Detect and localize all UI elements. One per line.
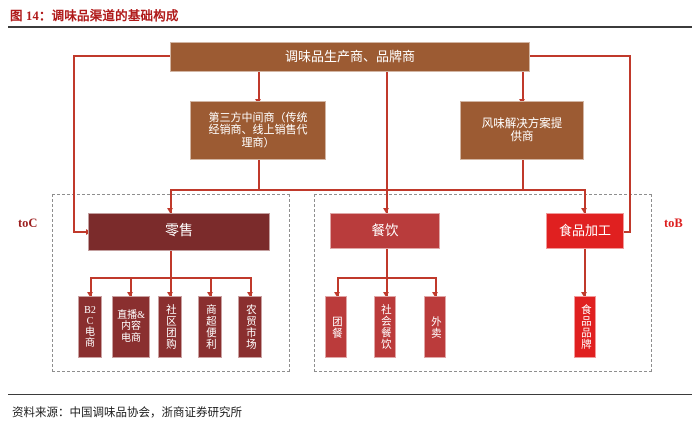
arrow-retail-community xyxy=(166,292,173,297)
node-live-line1: 直播& xyxy=(117,310,145,322)
figure-title: 图 14：调味品渠道的基础构成 xyxy=(10,9,179,23)
node-supermarket-convenience[interactable]: 商超便利 xyxy=(198,296,222,358)
node-b2c-line2: C xyxy=(86,315,94,327)
node-group-meal-label: 团餐 xyxy=(330,315,342,339)
arrow-flavor-food xyxy=(581,208,588,213)
node-flavor-solution[interactable]: 风味解决方案提 供商 xyxy=(460,101,584,160)
node-social-dining[interactable]: 社会餐饮 xyxy=(374,296,396,358)
node-wet-market[interactable]: 农贸市场 xyxy=(238,296,262,358)
node-group-meal[interactable]: 团餐 xyxy=(325,296,347,358)
arrow-retail-b2c xyxy=(86,292,93,297)
edge-retail-to-market xyxy=(250,277,252,296)
edge-food-to-brand xyxy=(584,249,586,296)
edge-producer-left-vert xyxy=(73,55,75,232)
edge-producer-left-horiz xyxy=(73,55,172,57)
edge-producer-right-horiz xyxy=(530,55,631,57)
node-middleman[interactable]: 第三方中间商（传统 经销商、线上销售代 理商） xyxy=(190,101,326,160)
edge-producer-to-flavor xyxy=(522,72,524,101)
edge-middleman-to-retail xyxy=(170,189,172,213)
edge-middleman-bus xyxy=(170,189,386,191)
edge-middleman-to-catering xyxy=(386,189,388,213)
node-takeaway[interactable]: 外卖 xyxy=(424,296,446,358)
edge-producer-to-catering xyxy=(386,72,388,213)
node-supermarket-label: 商超便利 xyxy=(204,304,216,350)
arrow-retail-market xyxy=(246,292,253,297)
node-producer[interactable]: 调味品生产商、品牌商 xyxy=(170,42,530,72)
edge-catering-to-social xyxy=(386,277,388,296)
edge-flavor-stem xyxy=(522,160,524,190)
node-wet-market-label: 农贸市场 xyxy=(244,304,256,350)
node-live-content-ecommerce[interactable]: 直播& 内容 电商 xyxy=(112,296,150,358)
arrow-middleman-retail xyxy=(166,208,173,213)
edge-retail-to-b2c xyxy=(90,277,92,296)
edge-retail-to-supermarket xyxy=(210,277,212,296)
node-middleman-line1: 第三方中间商（传统 xyxy=(208,112,308,125)
node-food-processing-label: 食品加工 xyxy=(558,222,611,238)
arrow-retail-live xyxy=(126,292,133,297)
node-community-label: 社区团购 xyxy=(164,304,176,350)
node-food-processing[interactable]: 食品加工 xyxy=(546,213,624,249)
node-live-line3: 电商 xyxy=(121,332,141,344)
source-note: 资料来源：中国调味品协会，浙商证券研究所 xyxy=(12,407,242,419)
edge-catering-to-groupmeal xyxy=(337,277,339,296)
node-community-group-buying[interactable]: 社区团购 xyxy=(158,296,182,358)
node-producer-label: 调味品生产商、品牌商 xyxy=(284,48,415,64)
node-food-brand-label: 食品品牌 xyxy=(579,304,591,350)
header-divider xyxy=(8,26,692,28)
group-frame-tob xyxy=(314,194,652,372)
node-live-line2: 内容 xyxy=(121,321,141,333)
arrow-catering-groupmeal xyxy=(333,292,340,297)
edge-retail-stem xyxy=(170,251,172,279)
arrow-retail-supermarket xyxy=(206,292,213,297)
edge-middleman-stem xyxy=(258,160,260,190)
node-takeaway-label: 外卖 xyxy=(429,315,441,339)
node-catering[interactable]: 餐饮 xyxy=(330,213,440,249)
node-b2c-line1: B2 xyxy=(84,304,96,316)
node-middleman-line2: 经销商、线上销售代 xyxy=(208,124,308,137)
edge-flavor-to-food xyxy=(584,189,586,213)
node-b2c-line3: 电 xyxy=(85,327,95,338)
node-retail[interactable]: 零售 xyxy=(88,213,270,251)
label-toc: toC xyxy=(18,216,38,230)
label-tob: toB xyxy=(664,216,683,230)
footer-divider xyxy=(8,394,692,395)
edge-flavor-bus xyxy=(386,189,586,191)
node-catering-label: 餐饮 xyxy=(371,223,399,239)
edge-catering-to-takeaway xyxy=(435,277,437,296)
edge-producer-right-vert xyxy=(629,55,631,232)
node-retail-label: 零售 xyxy=(165,224,193,240)
edge-retail-to-live xyxy=(130,277,132,296)
node-b2c-line4: 商 xyxy=(85,338,95,350)
edge-catering-stem xyxy=(386,249,388,279)
node-flavor-line2: 供商 xyxy=(510,130,534,143)
edge-producer-to-middleman xyxy=(258,72,260,101)
node-social-dining-label: 社会餐饮 xyxy=(379,304,391,350)
edge-producer-left-into-retail xyxy=(73,231,90,233)
node-food-brand[interactable]: 食品品牌 xyxy=(574,296,596,358)
node-flavor-line1: 风味解决方案提 xyxy=(481,117,563,130)
arrow-producer-catering xyxy=(382,208,389,213)
arrow-catering-takeaway xyxy=(431,292,438,297)
arrow-catering-social xyxy=(382,292,389,297)
edge-retail-to-community xyxy=(170,277,172,296)
arrow-food-brand xyxy=(581,292,588,297)
node-middleman-line3: 理商） xyxy=(241,136,275,149)
node-b2c[interactable]: B2 C 电 商 xyxy=(78,296,102,358)
